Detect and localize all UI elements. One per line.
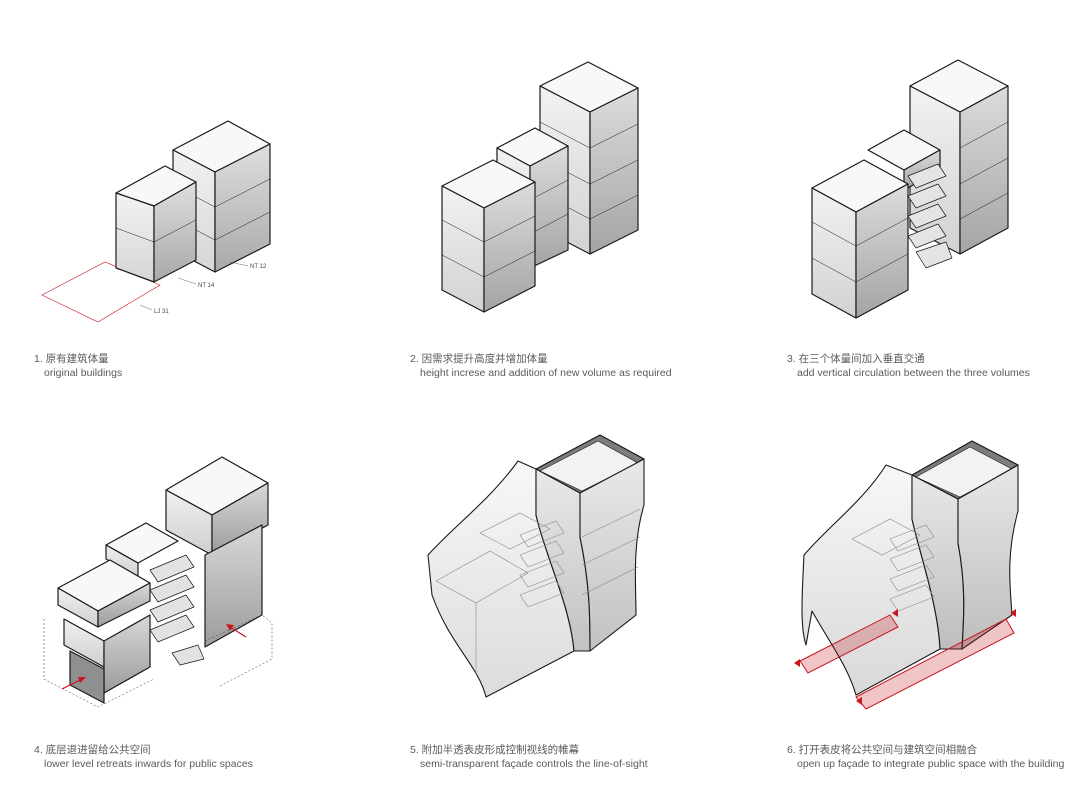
block-nt14 — [115, 165, 197, 283]
panel-5-semi-transparent-facade: 5. 附加半透表皮形成控制视线的帷幕 semi-transparent faça… — [360, 405, 720, 805]
diagram-open-facade — [794, 440, 1019, 710]
red-arrows — [61, 624, 247, 690]
caption-5: 5. 附加半透表皮形成控制视线的帷幕 semi-transparent faça… — [410, 743, 648, 771]
facade-veil — [801, 464, 1019, 696]
diagram-original-buildings: NT 12 NT 14 LJ 31 — [41, 120, 271, 323]
tower-front — [57, 559, 151, 704]
caption-1-cn: 1. 原有建筑体量 — [34, 353, 109, 365]
caption-4-cn: 4. 底层退进留给公共空间 — [34, 744, 151, 756]
panel-1-original-buildings: NT 12 NT 14 LJ 31 1. 原有建筑体量 original bui… — [0, 0, 360, 400]
stair-circulation — [479, 512, 565, 608]
diagram-height-increase — [441, 61, 639, 313]
panel-6-open-facade: 6. 打开表皮将公共空间与建筑空间相融合 open up façade to i… — [720, 405, 1080, 805]
tower-front — [811, 159, 909, 319]
caption-1-en: original buildings — [44, 367, 123, 379]
caption-2-en: height increse and addition of new volum… — [420, 367, 672, 379]
diagram-vertical-circulation — [811, 59, 1009, 319]
caption-3-cn: 3. 在三个体量间加入垂直交通 — [787, 353, 925, 365]
caption-3: 3. 在三个体量间加入垂直交通 add vertical circulation… — [787, 352, 1030, 380]
red-arrow-markers — [794, 609, 1016, 705]
caption-6-en: open up façade to integrate public space… — [797, 758, 1065, 770]
panel-3-vertical-circulation: 3. 在三个体量间加入垂直交通 add vertical circulation… — [720, 0, 1080, 400]
label-nt14: NT 14 — [198, 283, 215, 289]
panel-4-lower-retreat: 4. 底层退进留给公共空间 lower level retreats inwar… — [0, 405, 360, 805]
tower-front — [441, 159, 536, 313]
stair-circulation — [851, 518, 935, 612]
stair-circulation — [907, 163, 953, 269]
stair-circulation — [149, 554, 205, 666]
caption-4-en: lower level retreats inwards for public … — [44, 758, 253, 770]
label-lj31: LJ 31 — [154, 309, 169, 315]
tower-middle — [105, 522, 179, 578]
caption-1: 1. 原有建筑体量 original buildings — [34, 352, 122, 380]
caption-4: 4. 底层退进留给公共空间 lower level retreats inwar… — [34, 743, 253, 771]
label-nt12: NT 12 — [250, 264, 267, 270]
inner-boxes — [435, 508, 641, 675]
caption-6-cn: 6. 打开表皮将公共空间与建筑空间相融合 — [787, 744, 978, 756]
caption-5-en: semi-transparent façade controls the lin… — [420, 758, 648, 770]
caption-2: 2. 因需求提升高度并增加体量 height increse and addit… — [410, 352, 672, 380]
public-space-planes — [799, 614, 1015, 710]
panel-2-height-increase: 2. 因需求提升高度并增加体量 height increse and addit… — [360, 0, 720, 400]
diagram-semi-transparent-facade — [427, 434, 645, 698]
tower-tall — [165, 456, 269, 648]
caption-2-cn: 2. 因需求提升高度并增加体量 — [410, 353, 548, 365]
caption-6: 6. 打开表皮将公共空间与建筑空间相融合 open up façade to i… — [787, 743, 1064, 771]
caption-5-cn: 5. 附加半透表皮形成控制视线的帷幕 — [410, 744, 580, 756]
site-outline — [41, 261, 161, 323]
caption-3-en: add vertical circulation between the thr… — [797, 367, 1030, 379]
diagram-lower-retreat — [43, 456, 273, 708]
retreat-outline — [43, 614, 273, 708]
facade-veil — [427, 458, 645, 698]
